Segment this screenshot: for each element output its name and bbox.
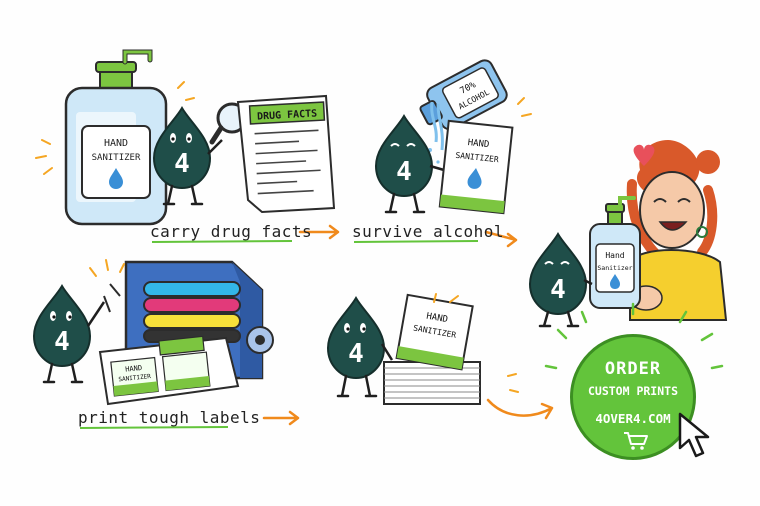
mascot-operator: 4: [33, 285, 106, 384]
mascot-giver: 4: [529, 233, 593, 328]
drug-facts-title: DRUG FACTS: [257, 108, 318, 122]
stack-label-line1: HAND: [426, 312, 449, 326]
caption-survive-alcohol: survive alcohol: [352, 222, 504, 241]
droplet-icon: [610, 274, 620, 289]
held-label-line1: Hand: [605, 251, 624, 260]
drug-facts-sheet: DRUG FACTS: [236, 94, 336, 214]
cta-custom-prints-text: CUSTOM PRINTS: [587, 384, 678, 398]
bottle-label-line1: HAND: [104, 138, 128, 149]
card-label-line1: HAND: [467, 138, 490, 150]
held-sanitizer-bottle: Hand Sanitizer: [589, 196, 641, 309]
happy-customer: [626, 140, 728, 321]
label-card: HAND SANITIZER: [438, 119, 514, 215]
droplet-icon: [109, 168, 123, 189]
arrow-right-icon: [484, 230, 518, 248]
printed-label-sheet: HAND SANITIZER: [98, 335, 240, 406]
mascot-number: 4: [348, 339, 364, 369]
mascot-stacker: 4: [327, 297, 394, 398]
arrow-right-icon: [298, 224, 340, 240]
cart-icon: [624, 432, 648, 450]
arrow-right-icon: [262, 410, 300, 426]
mascot-number: 4: [54, 327, 70, 357]
mascot-number: 4: [174, 149, 190, 179]
sanitizer-bottle: HAND SANITIZER: [64, 49, 168, 226]
mascot-number: 4: [550, 275, 566, 305]
sheet-label-line2: SANITIZER: [118, 373, 151, 383]
heart-icon: [633, 144, 655, 166]
cursor-icon: [678, 412, 710, 458]
held-label-line2: Sanitizer: [597, 264, 632, 272]
label-stack: HAND SANITIZER: [383, 293, 481, 405]
sheet-label-line1: HAND: [125, 364, 143, 374]
cta-website-text: 4OVER4.COM: [595, 411, 671, 426]
mascot-number: 4: [396, 157, 412, 187]
arrow-curve-icon: [486, 398, 554, 420]
mascot-inspector: 4: [153, 107, 223, 206]
cta-order-text: ORDER: [604, 359, 662, 379]
mascot-alcohol-test: 4: [375, 115, 445, 214]
droplet-icon: [467, 168, 482, 189]
alcohol-bottle: 70% ALCOHOL: [419, 59, 508, 131]
order-custom-prints-button[interactable]: ORDER CUSTOM PRINTS 4OVER4.COM: [570, 334, 696, 460]
caption-carry-drug-facts: carry drug facts: [150, 222, 313, 241]
bottle-label-line2: SANITIZER: [92, 153, 141, 163]
caption-print-tough-labels: print tough labels: [78, 408, 261, 427]
